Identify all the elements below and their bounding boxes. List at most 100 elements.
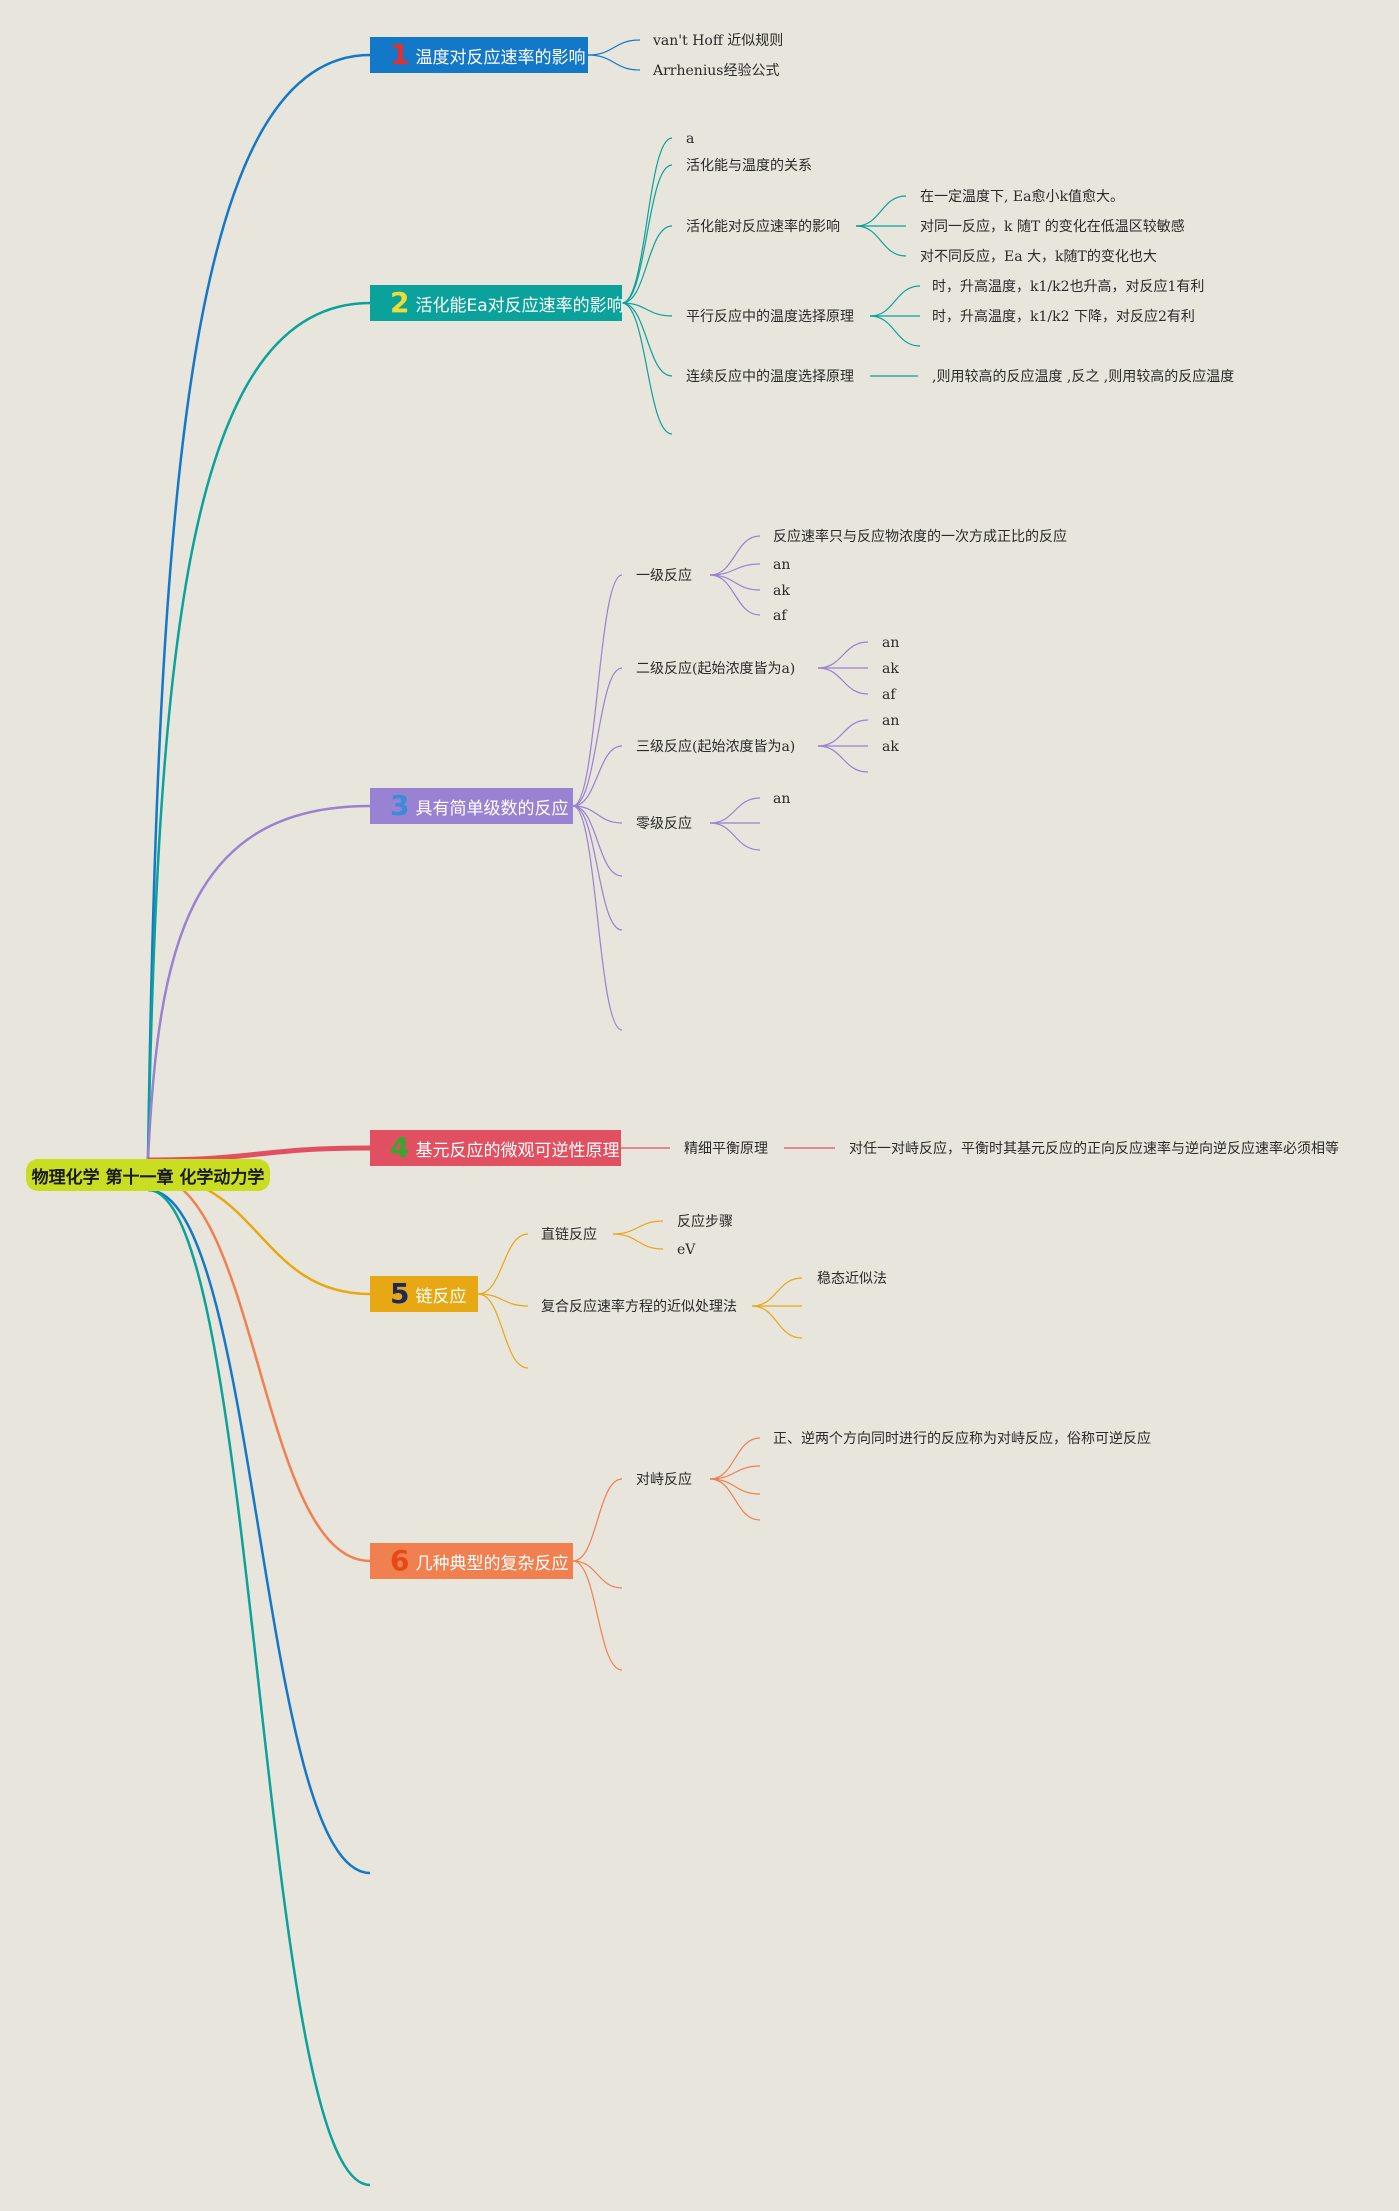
t6-item-opposing[interactable]: 对峙反应 — [636, 1472, 692, 1488]
t3-item-second-order[interactable]: 二级反应(起始浓度皆为a) — [636, 661, 796, 677]
connector-root-extra-blue — [147, 1188, 371, 1875]
t3-first-link-2 — [709, 574, 761, 591]
t2-leaf-consecutive[interactable]: ,则用较高的反应温度 ,反之 ,则用较高的反应温度 — [932, 369, 1235, 385]
t6-link-1 — [572, 1560, 623, 1589]
t2-link-1 — [621, 164, 673, 304]
t3-zero-link-2 — [709, 822, 761, 851]
t2-link-3 — [621, 302, 673, 317]
t3-third-link-0 — [817, 719, 869, 747]
t2-item-parallel[interactable]: 平行反应中的温度选择原理 — [686, 309, 854, 325]
t2-par-link-2 — [869, 315, 921, 347]
t3-second-leaf-an[interactable]: an — [882, 635, 900, 651]
root-node[interactable]: 物理化学 第十一章 化学动力学 — [26, 1159, 270, 1191]
topic-5-chain-reaction[interactable]: 5 链反应 — [370, 1276, 478, 1312]
t3-link-0 — [572, 574, 623, 807]
t6-opp-link-3 — [709, 1478, 761, 1521]
t2-link-4 — [621, 302, 673, 377]
connector-root-topic-6 — [147, 1173, 371, 1563]
t2-leaf-parallel-2[interactable]: 时，升高温度，k1/k2 下降，对反应2有利 — [932, 309, 1195, 325]
t3-link-4 — [572, 805, 623, 877]
t2-leaf-different-reaction[interactable]: 对不同反应，Ea 大，k随T的变化也大 — [920, 249, 1157, 265]
topic-5-number: 5 — [390, 1277, 410, 1310]
t3-link-1 — [572, 667, 623, 807]
t2-item-consecutive[interactable]: 连续反应中的温度选择原理 — [686, 369, 854, 385]
t3-link-5 — [572, 805, 623, 931]
t2-item-a[interactable]: a — [686, 131, 695, 147]
t2-par-link-0 — [869, 285, 921, 317]
connector-root-topic-3 — [146, 804, 371, 1161]
t4-leaf-statement[interactable]: 对任一对峙反应，平衡时其基元反应的正向反应速率与逆向逆反应速率必须相等 — [849, 1141, 1339, 1157]
topic-6-complex-reactions[interactable]: 6 几种典型的复杂反应 — [370, 1543, 573, 1579]
t2-ea-link-0 — [855, 195, 907, 227]
t1-link-1 — [587, 54, 641, 71]
topic-6-label: 几种典型的复杂反应 — [415, 1553, 569, 1574]
t2-leaf-parallel-1[interactable]: 时，升高温度，k1/k2也升高，对反应1有利 — [932, 279, 1205, 295]
t3-second-link-2 — [817, 667, 869, 695]
t3-item-third-order[interactable]: 三级反应(起始浓度皆为a) — [636, 739, 796, 755]
t2-item-ea-rate[interactable]: 活化能对反应速率的影响 — [686, 219, 840, 235]
t6-opp-link-2 — [709, 1478, 761, 1495]
t3-first-leaf-ak[interactable]: ak — [773, 583, 790, 599]
t6-link-0 — [572, 1478, 623, 1562]
t5-link-1 — [477, 1293, 529, 1307]
t1-link-0 — [587, 39, 641, 56]
t5-chain-link-0 — [612, 1220, 664, 1235]
t3-zero-leaf-an[interactable]: an — [773, 791, 791, 807]
t3-first-link-0 — [709, 535, 761, 576]
t3-item-first-order[interactable]: 一级反应 — [636, 568, 692, 584]
t5-leaf-steady-state[interactable]: 稳态近似法 — [817, 1271, 887, 1287]
t2-link-0 — [621, 137, 673, 304]
t3-link-2 — [572, 745, 623, 807]
t5-link-0 — [477, 1233, 529, 1295]
t3-first-leaf-af[interactable]: af — [773, 608, 787, 624]
topic-3-number: 3 — [390, 789, 410, 822]
topic-4-number: 4 — [390, 1131, 410, 1164]
t2-link-2 — [621, 225, 673, 304]
t2-link-5 — [621, 302, 673, 435]
t3-first-leaf-an[interactable]: an — [773, 557, 791, 573]
t1-leaf-vant-hoff[interactable]: van't Hoff 近似规则 — [653, 33, 784, 49]
t5-leaf-steps[interactable]: 反应步骤 — [677, 1214, 733, 1230]
t3-link-6 — [572, 805, 623, 1031]
t3-second-leaf-af[interactable]: af — [882, 687, 896, 703]
topic-2-activation-energy[interactable]: 2 活化能Ea对反应速率的影响 — [370, 285, 624, 321]
t2-ea-link-2 — [855, 225, 907, 257]
connector-root-topic-2 — [146, 301, 371, 1161]
t2-leaf-same-reaction[interactable]: 对同一反应，k 随T 的变化在低温区较敏感 — [920, 219, 1185, 235]
topic-1-label: 温度对反应速率的影响 — [415, 47, 586, 68]
topic-3-simple-order[interactable]: 3 具有简单级数的反应 — [370, 788, 573, 824]
topic-3-label: 具有简单级数的反应 — [415, 798, 569, 819]
t3-item-zero-order[interactable]: 零级反应 — [636, 816, 692, 832]
t3-third-leaf-ak[interactable]: ak — [882, 739, 899, 755]
t5-approx-link-2 — [751, 1305, 803, 1339]
topic-4-microscopic-reversibility[interactable]: 4 基元反应的微观可逆性原理 — [370, 1130, 621, 1166]
t3-first-leaf-def[interactable]: 反应速率只与反应物浓度的一次方成正比的反应 — [773, 529, 1067, 545]
t4-item-detailed-balance[interactable]: 精细平衡原理 — [684, 1141, 768, 1157]
t5-link-2 — [477, 1293, 529, 1369]
t6-opp-link-1 — [709, 1465, 761, 1480]
topic-6-number: 6 — [390, 1544, 410, 1577]
t5-leaf-ev[interactable]: eV — [677, 1242, 696, 1258]
connector-root-topic-1 — [146, 53, 371, 1161]
t5-item-approximation[interactable]: 复合反应速率方程的近似处理法 — [541, 1299, 737, 1315]
t3-second-link-0 — [817, 641, 869, 669]
topic-2-number: 2 — [390, 286, 410, 319]
t3-third-link-2 — [817, 745, 869, 773]
t6-link-2 — [572, 1560, 623, 1671]
connector-root-extra-teal — [147, 1188, 371, 2187]
t5-approx-link-0 — [751, 1277, 803, 1307]
t1-leaf-arrhenius[interactable]: Arrhenius经验公式 — [653, 63, 780, 79]
t6-opp-link-0 — [709, 1437, 761, 1480]
t5-item-straight-chain[interactable]: 直链反应 — [541, 1227, 597, 1243]
topic-5-label: 链反应 — [415, 1286, 467, 1307]
t3-link-3 — [572, 805, 623, 824]
topic-4-label: 基元反应的微观可逆性原理 — [415, 1140, 620, 1161]
t3-second-leaf-ak[interactable]: ak — [882, 661, 899, 677]
connector-root-topic-5 — [147, 1173, 371, 1296]
t3-third-leaf-an[interactable]: an — [882, 713, 900, 729]
t6-leaf-definition[interactable]: 正、逆两个方向同时进行的反应称为对峙反应，俗称可逆反应 — [773, 1431, 1151, 1447]
t2-item-ea-temperature[interactable]: 活化能与温度的关系 — [686, 158, 812, 174]
topic-1-temperature[interactable]: 1 温度对反应速率的影响 — [370, 37, 588, 73]
t2-leaf-lower-ea[interactable]: 在一定温度下, Ea愈小k值愈大。 — [920, 189, 1124, 205]
